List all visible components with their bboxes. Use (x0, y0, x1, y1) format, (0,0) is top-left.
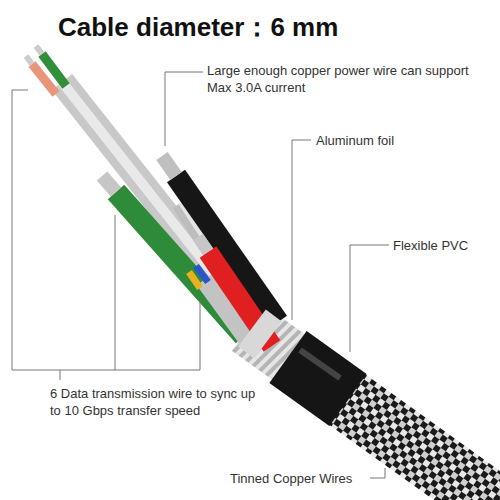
title: Cable diameter：6 mm (58, 12, 338, 42)
callout-label: Flexible PVC (393, 237, 493, 254)
callout-label: Large enough copper power wire can suppo… (207, 62, 472, 96)
callout-label: Aluminum foil (316, 132, 466, 149)
leader-lines (12, 72, 389, 478)
pvc-highlight (300, 350, 340, 378)
callout-label: 6 Data transmission wire to sync up to 1… (50, 385, 265, 419)
braided-jacket (345, 398, 500, 500)
callout-label: Tinned Copper Wires (230, 470, 368, 487)
